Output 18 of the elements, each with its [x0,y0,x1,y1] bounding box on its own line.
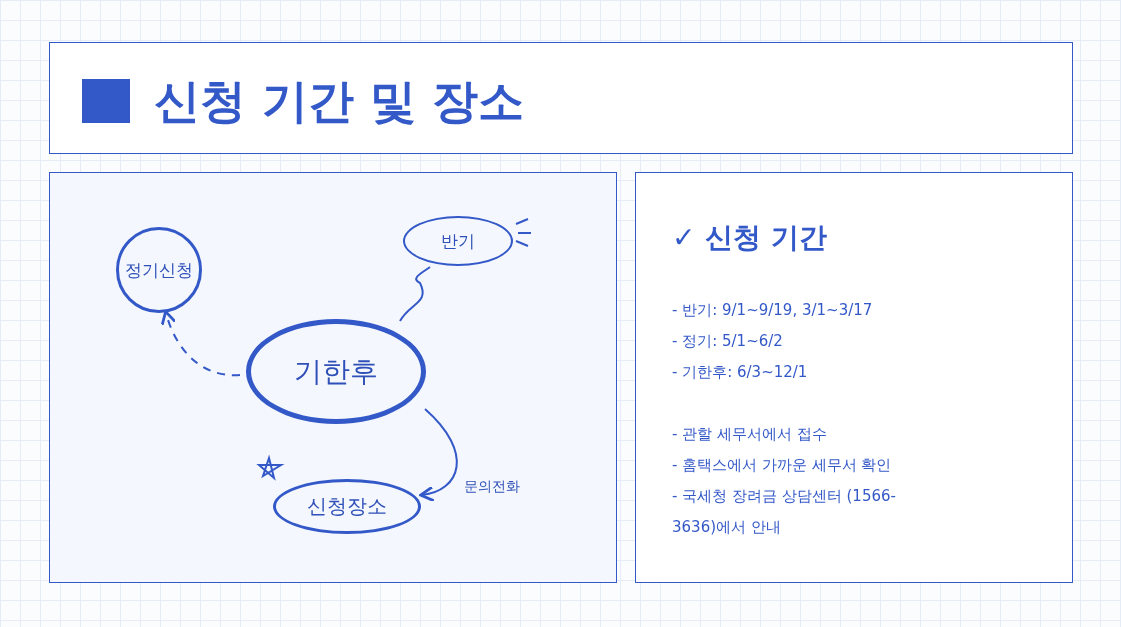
bullet-text: - 반기: 9/1~9/19, 3/1~3/17 [672,300,874,321]
diagram-panel [49,172,617,583]
text-panel [635,172,1073,583]
arrow [419,408,458,502]
bullet-text: - 국세청 장려금 상담센터 (1566-3636)에서 안내 [672,486,897,538]
dashed-arrow [161,310,241,377]
bullet-text: - 관할 세무서에서 접수 [672,424,828,445]
ellipse-node: 반기 [403,216,513,266]
title: 신청 기간 및 장소 [154,73,525,130]
bullet-text: - 홈택스에서 가까운 세무서 확인 [672,455,893,476]
edge-label: 문의전화 [464,478,520,496]
connector-line [399,266,431,322]
section-heading: ✓ 신청 기간 [672,220,827,256]
ellipse-node: 신청장소 [273,479,421,534]
ellipse-node: 기한후 [246,319,426,424]
bullet-text: - 정기: 5/1~6/2 [672,331,784,352]
bullet-text: - 기한후: 6/3~12/1 [672,362,809,383]
circle-node: 정기신청 [116,227,202,313]
